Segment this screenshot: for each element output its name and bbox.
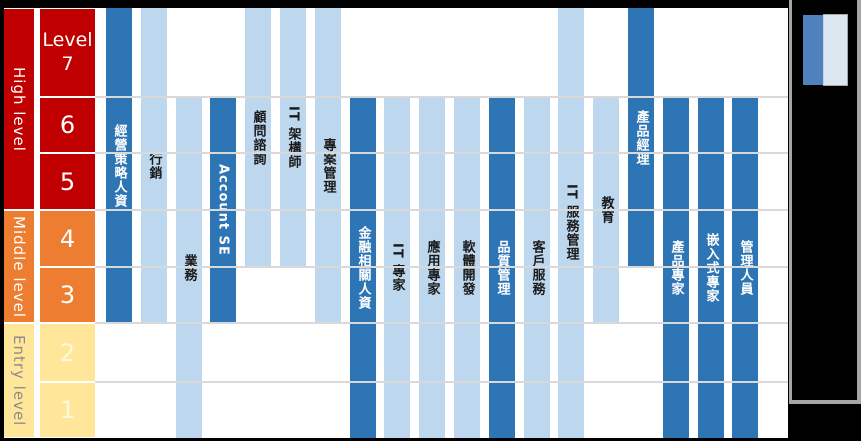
bar-marketing: 行銷 bbox=[141, 8, 167, 323]
gridline bbox=[95, 322, 788, 324]
bar-label-marketing: 行銷 bbox=[146, 151, 162, 180]
bar-consulting: 顧問諮詢 bbox=[245, 8, 271, 267]
gridline bbox=[95, 152, 788, 154]
level-group-entry: Entry level bbox=[4, 324, 34, 437]
level-number-1: 1 bbox=[59, 396, 76, 424]
level-cell-6: 6 bbox=[40, 98, 95, 152]
legend-swatch-light-blue bbox=[823, 14, 848, 86]
level-cell-1: 1 bbox=[40, 383, 95, 437]
gridline bbox=[95, 209, 788, 211]
level-group-middle: Middle level bbox=[4, 211, 34, 322]
bar-product-manager: 產品經理 bbox=[628, 8, 654, 267]
legend-swatch-dark-blue bbox=[803, 15, 824, 85]
bar-label-project-management: 專案管理 bbox=[320, 137, 336, 194]
gridline bbox=[95, 96, 788, 98]
level-number-6: 6 bbox=[59, 111, 76, 139]
bar-label-it-architect: IT 架構師 bbox=[285, 105, 301, 170]
level-number-3: 3 bbox=[59, 281, 76, 309]
level-number-4: 4 bbox=[59, 224, 76, 253]
level-number-2: 2 bbox=[59, 338, 76, 367]
bar-business-strategy-hr: 經營策略人資 bbox=[106, 8, 132, 323]
bar-label-product-manager: 產品經理 bbox=[633, 109, 649, 166]
level-cell-5: 5 bbox=[40, 154, 95, 209]
bar-label-business-strategy-hr: 經營策略人資 bbox=[111, 123, 127, 208]
gridline bbox=[95, 266, 788, 268]
bar-project-management: 專案管理 bbox=[315, 8, 341, 323]
level-number-5: 5 bbox=[59, 167, 76, 196]
bar-label-it-service-management: IT 服務管理 bbox=[563, 184, 579, 262]
level-word: Level bbox=[42, 28, 93, 51]
level-number-7: 7 bbox=[61, 52, 74, 75]
gridline bbox=[95, 381, 788, 383]
level-group-label-middle: Middle level bbox=[10, 215, 28, 318]
legend-panel bbox=[789, 0, 861, 404]
bar-it-service-management: IT 服務管理 bbox=[558, 8, 584, 438]
level-cell-2: 2 bbox=[40, 324, 95, 381]
level-cell-4: 4 bbox=[40, 211, 95, 266]
bar-label-consulting: 顧問諮詢 bbox=[250, 109, 266, 166]
level-group-label-entry: Entry level bbox=[10, 334, 28, 427]
level-group-label-high: High level bbox=[10, 66, 28, 152]
level-group-high: High level bbox=[4, 9, 34, 209]
level-cell-3: 3 bbox=[40, 268, 95, 322]
bar-it-architect: IT 架構師 bbox=[280, 8, 306, 267]
